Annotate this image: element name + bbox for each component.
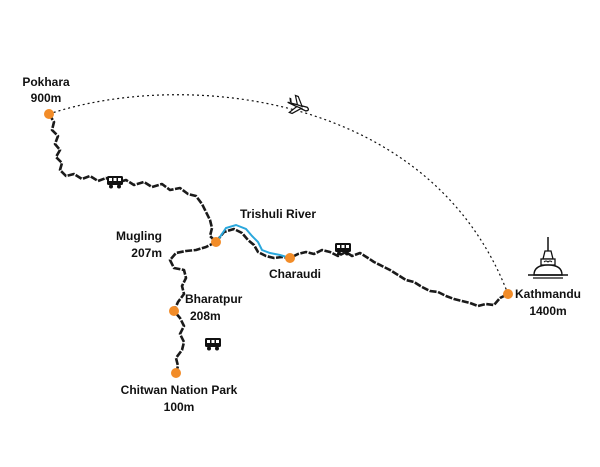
bus-icon bbox=[335, 243, 351, 256]
label-pokhara-elevation: 900m bbox=[31, 91, 62, 105]
road-mugling-chitwan bbox=[168, 240, 217, 374]
label-chitwan-elevation: 100m bbox=[164, 400, 195, 414]
stupa-icon bbox=[528, 237, 568, 279]
label-kathmandu-name: Kathmandu bbox=[515, 287, 581, 301]
label-mugling-name: Mugling bbox=[116, 229, 162, 243]
label-charaudi: Charaudi bbox=[269, 267, 321, 281]
marker-chitwan bbox=[171, 368, 181, 378]
road-mugling-kathmandu bbox=[214, 227, 509, 308]
label-bharatpur-elevation: 208m bbox=[190, 309, 221, 323]
marker-kathmandu bbox=[503, 289, 513, 299]
marker-mugling bbox=[211, 237, 221, 247]
marker-charaudi bbox=[285, 253, 295, 263]
trishuli-river bbox=[217, 223, 291, 259]
bus-icon bbox=[107, 176, 123, 189]
label-bharatpur-name: Bharatpur bbox=[185, 292, 243, 306]
airplane-icon bbox=[287, 94, 310, 115]
road-pokhara-mugling bbox=[47, 113, 217, 243]
flight-route bbox=[48, 94, 509, 295]
bus-icon bbox=[205, 338, 221, 351]
label-chitwan-name: Chitwan Nation Park bbox=[121, 383, 238, 397]
label-kathmandu-elevation: 1400m bbox=[529, 304, 566, 318]
label-pokhara-name: Pokhara bbox=[22, 75, 70, 89]
label-mugling-elevation: 207m bbox=[131, 246, 162, 260]
marker-bharatpur bbox=[169, 306, 179, 316]
label-river: Trishuli River bbox=[240, 207, 316, 221]
marker-pokhara bbox=[44, 109, 54, 119]
